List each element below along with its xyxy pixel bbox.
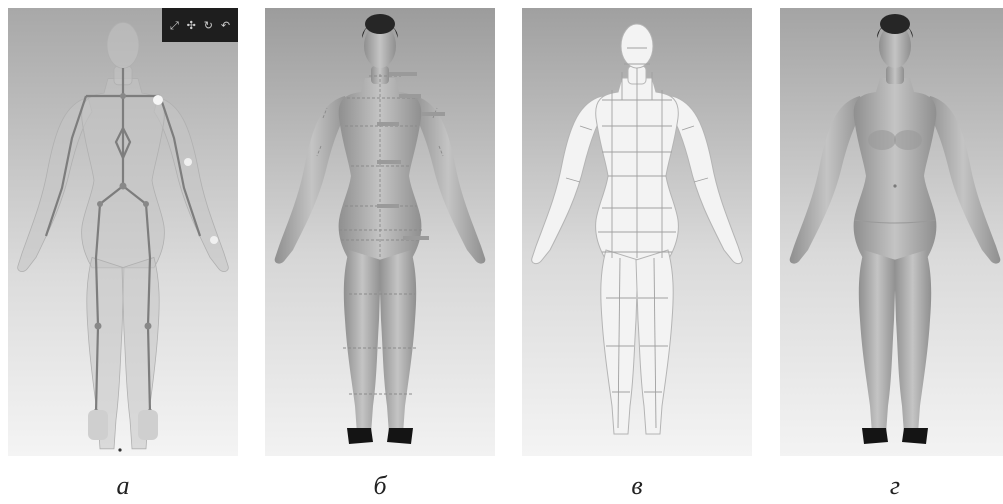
caption-d: г <box>780 472 1003 500</box>
caption-c: в <box>522 472 752 500</box>
rotate-icon[interactable]: ↻ <box>204 20 213 31</box>
avatar-panel-plain <box>780 8 1003 456</box>
move-icon[interactable]: ✣ <box>187 20 196 31</box>
caption-a: а <box>8 472 238 500</box>
caption-b: б <box>265 472 495 500</box>
avatar-panel-skeleton: ⤢ ✣ ↻ ↶ <box>8 8 238 456</box>
avatar-panel-measurements <box>265 8 495 456</box>
viewport-toolbar: ⤢ ✣ ↻ ↶ <box>162 8 238 42</box>
avatar-panel-wireframe <box>522 8 752 456</box>
expand-icon[interactable]: ⤢ <box>170 20 179 31</box>
undo-icon[interactable]: ↶ <box>221 20 230 31</box>
